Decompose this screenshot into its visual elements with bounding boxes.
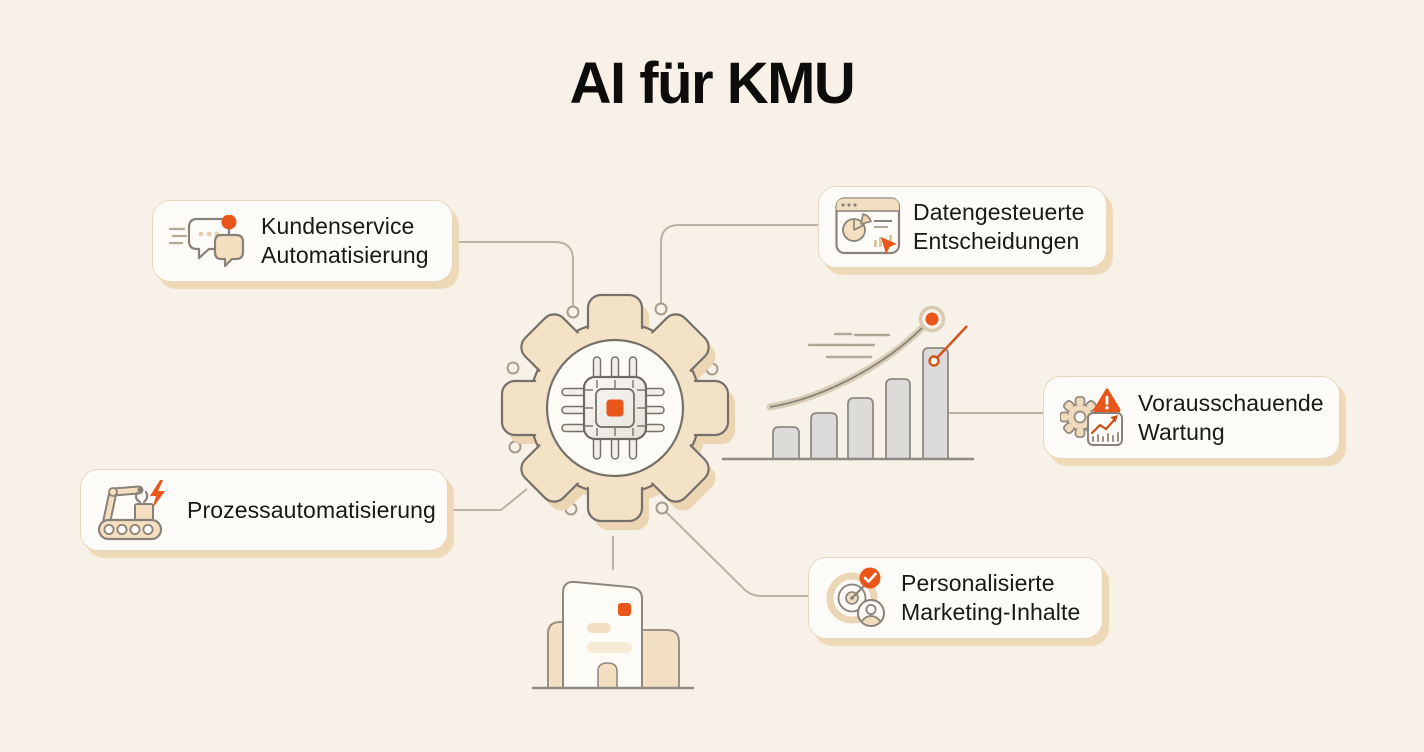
card-prozessautomatisierung: Prozessautomatisierung [80, 469, 448, 551]
gear-warning-icon [1060, 388, 1123, 446]
orange-pointer [928, 325, 968, 367]
target-audience-icon [826, 567, 885, 627]
card-datengesteuerte-entscheidungen: Datengesteuerte Entscheidungen [818, 186, 1107, 268]
building-right-wing [640, 629, 680, 689]
node-circle [506, 361, 520, 375]
gear-chip-illustration [500, 293, 735, 530]
connector-prozess [448, 488, 528, 511]
page-title: AI für KMU [569, 51, 856, 116]
chat-bubbles-icon [169, 215, 245, 267]
card-personalisierte-marketing-inhalte: Personalisierte Marketing-Inhalte [808, 557, 1103, 639]
cursor-arrow [881, 237, 897, 254]
node-circle [655, 501, 669, 515]
building-window-bar [587, 623, 611, 633]
speed-lines [807, 332, 891, 359]
target-needle [851, 586, 864, 599]
building-window-bar [587, 642, 632, 653]
node-circle [566, 305, 580, 319]
trend-curve [766, 305, 946, 411]
analytics-dashboard-icon [835, 197, 901, 255]
ai-chip-icon [561, 356, 665, 460]
building-orange-window [618, 603, 631, 616]
card-label: Datengesteuerte Entscheidungen [913, 199, 1085, 254]
connector-personalisierte [665, 511, 808, 597]
card-vorausschauende-wartung: Vorausschauende Wartung [1043, 376, 1340, 459]
card-label: Kundenservice Automatisierung [261, 213, 429, 268]
card-label: Vorausschauende Wartung [1138, 389, 1324, 445]
card-label: Personalisierte Marketing-Inhalte [901, 570, 1081, 625]
node-circle [654, 302, 668, 316]
card-label: Prozessautomatisierung [187, 496, 436, 523]
trend-endpoint-dot [925, 312, 939, 326]
growth-chart-illustration [721, 305, 975, 461]
building-illustration [531, 580, 695, 690]
chart-bars [772, 347, 949, 460]
lightning-bolt-icon [150, 480, 165, 509]
card-kundenservice-automatisierung: Kundenservice Automatisierung [152, 200, 453, 282]
connector-datengesteuerte [660, 224, 818, 303]
connector-kundenservice [453, 241, 574, 306]
robot-arm-icon [97, 480, 165, 541]
building-door [597, 662, 618, 689]
